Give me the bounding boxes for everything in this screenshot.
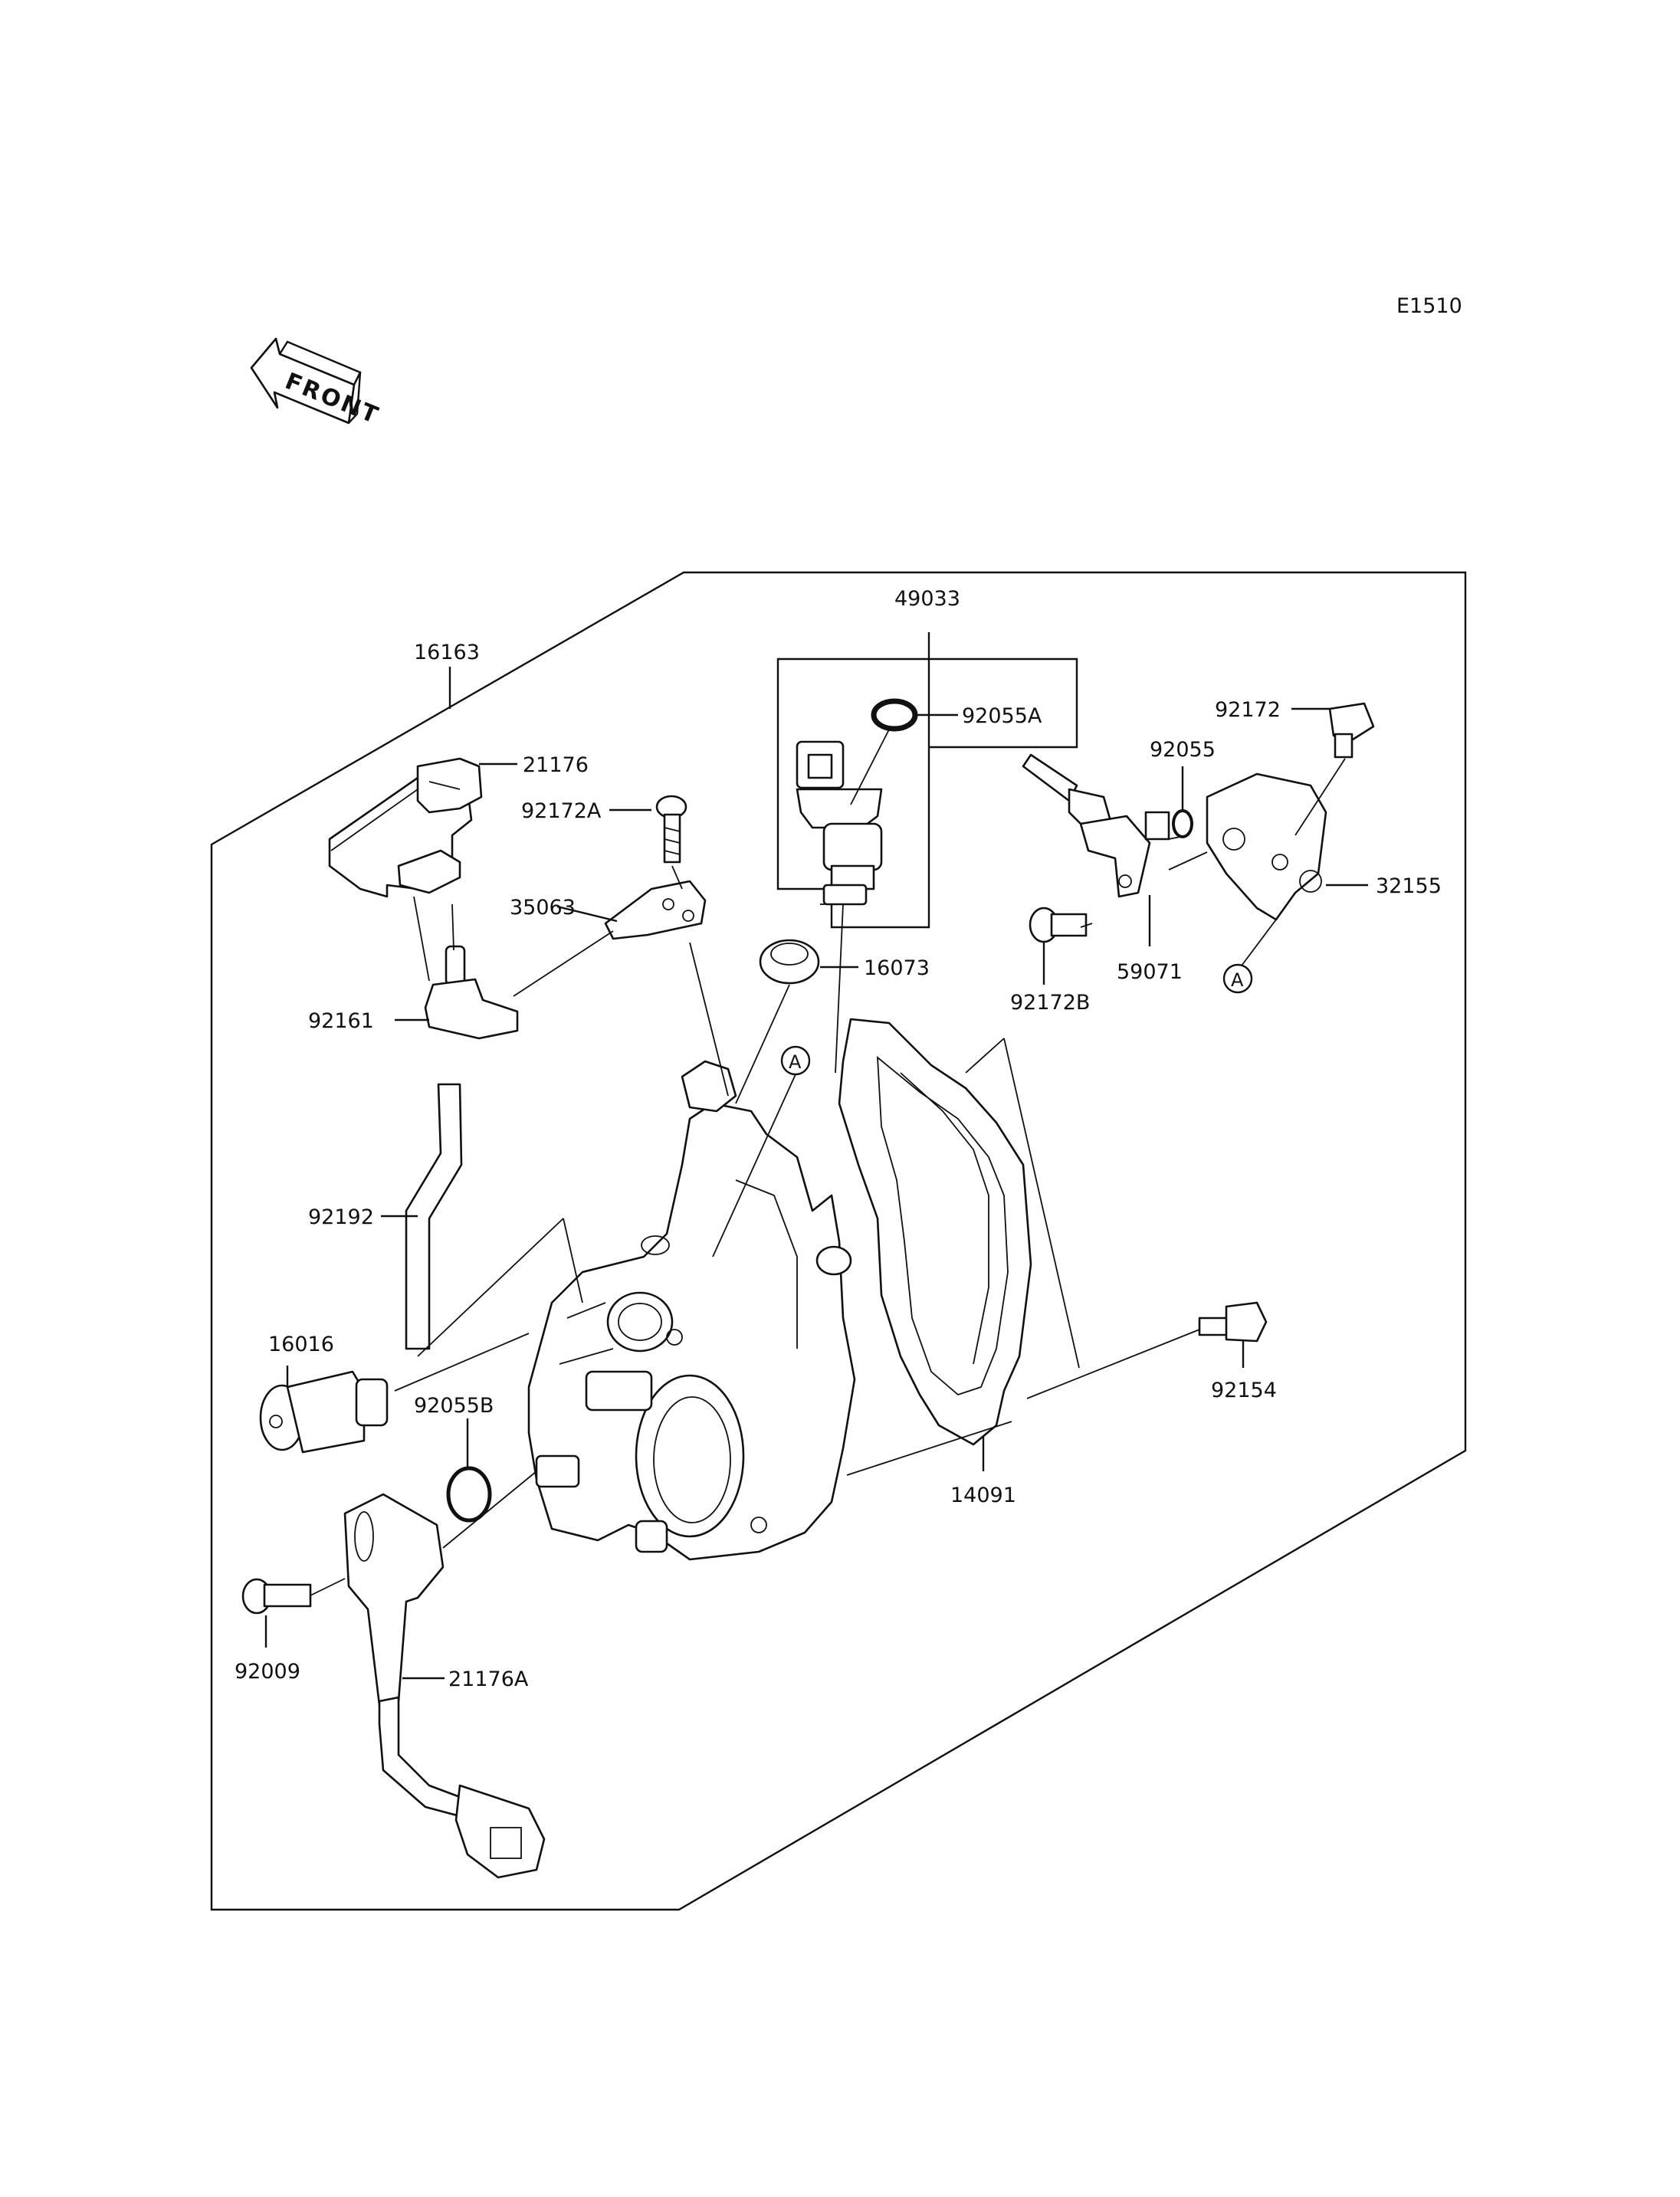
throttle-body: [527, 1060, 856, 1561]
o-ring-92055b: [446, 1466, 492, 1523]
callout-92055: 92055: [1150, 738, 1216, 762]
screw-92172a: [655, 795, 687, 864]
screw-92172: [1328, 702, 1375, 759]
bracket-35063: [604, 880, 707, 940]
sensor-59071: [1022, 753, 1170, 898]
idle-screw-16016: [259, 1370, 389, 1454]
callout-92009: 92009: [235, 1660, 300, 1684]
callout-16016: 16016: [268, 1333, 334, 1356]
callout-16073: 16073: [864, 956, 930, 980]
callout-14091: 14091: [950, 1484, 1016, 1507]
callout-21176: 21176: [523, 753, 589, 777]
sensor-21176a: [343, 1493, 546, 1879]
diagram-code: E1510: [1396, 294, 1462, 318]
callout-92055b: 92055B: [414, 1394, 494, 1418]
housing-32155: [1206, 772, 1327, 921]
callout-92172: 92172: [1215, 698, 1281, 722]
callout-59071: 59071: [1117, 960, 1183, 984]
ref-marker-a-2-label: A: [1231, 969, 1244, 991]
injector-kit-bracket: [776, 657, 1078, 929]
ref-marker-a-2: A: [1222, 963, 1253, 994]
callout-92154: 92154: [1211, 1379, 1277, 1402]
front-arrow-icon: FRONT: [250, 337, 383, 430]
callout-16163: 16163: [414, 641, 480, 664]
bolt-92154: [1198, 1301, 1268, 1343]
assembly-frame: [210, 571, 1467, 1911]
callout-92161: 92161: [308, 1009, 374, 1033]
grommet-16073: [759, 939, 820, 985]
callout-32155: 32155: [1376, 874, 1442, 898]
callout-49033: 49033: [894, 587, 960, 611]
fitting-92161: [424, 945, 519, 1040]
o-ring-92055a: [871, 698, 918, 732]
ref-marker-a-1-label: A: [789, 1051, 802, 1073]
fuel-injector: [796, 740, 883, 906]
callout-92192: 92192: [308, 1205, 374, 1229]
callout-21176a: 21176A: [448, 1667, 529, 1691]
bolt-92009: [241, 1578, 312, 1615]
callout-92172a: 92172A: [521, 799, 602, 823]
o-ring-92055: [1172, 809, 1193, 838]
callout-92055a: 92055A: [962, 704, 1042, 728]
screw-92172b: [1029, 907, 1088, 943]
leader-lines: [264, 667, 1368, 1680]
map-sensor-21176: [328, 757, 483, 898]
callout-35063: 35063: [510, 896, 576, 920]
callout-92172b: 92172B: [1010, 991, 1090, 1015]
gasket-14091: [838, 1018, 1032, 1446]
hose-92192: [405, 1083, 463, 1350]
ref-marker-a-1: A: [780, 1045, 811, 1076]
